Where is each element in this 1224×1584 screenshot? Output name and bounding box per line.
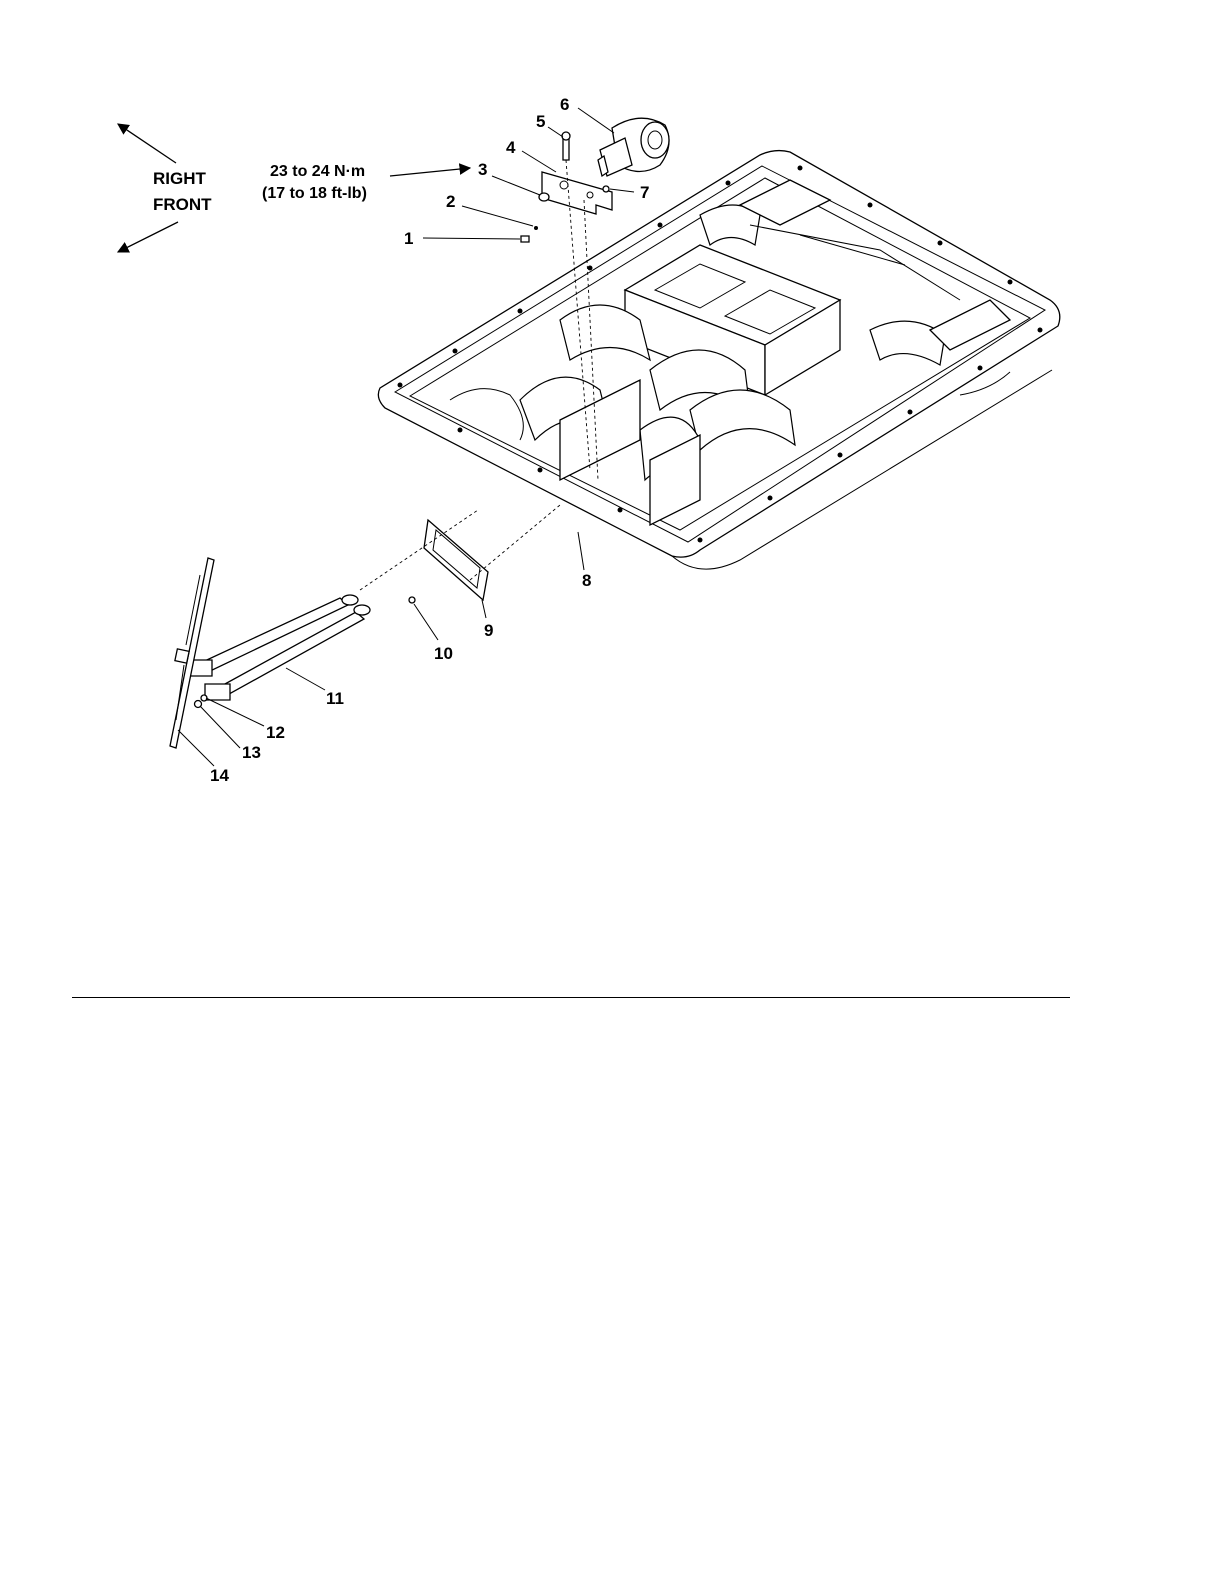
- bolt: [521, 236, 529, 242]
- wiper-assembly-diagram: RIGHT FRONT 23 to 24 N·m (17 to 18 ft-lb…: [0, 0, 1224, 1000]
- callout-7: 7: [640, 183, 649, 202]
- washer: [539, 193, 549, 201]
- callout-10: 10: [434, 644, 453, 663]
- callout-9: 9: [484, 621, 493, 640]
- wiper-blade: [170, 558, 214, 748]
- direction-right-label: RIGHT: [153, 169, 207, 188]
- torque-spec: 23 to 24 N·m (17 to 18 ft-lb): [262, 163, 470, 202]
- wiper-arms: [190, 595, 370, 700]
- torque-imperial-label: (17 to 18 ft-lb): [262, 185, 367, 202]
- callout-5: 5: [536, 112, 545, 131]
- motor-bracket: [542, 172, 612, 214]
- right-arrow: [118, 124, 176, 163]
- callout-2: 2: [446, 192, 455, 211]
- callout-8: 8: [582, 571, 591, 590]
- torque-arrow: [390, 168, 470, 176]
- direction-front-label: FRONT: [153, 195, 212, 214]
- callout-4: 4: [506, 138, 516, 157]
- callout-1: 1: [404, 229, 413, 248]
- callout-14: 14: [210, 766, 229, 785]
- seal-plate: [360, 505, 560, 600]
- screw: [563, 138, 569, 160]
- callout-12: 12: [266, 723, 285, 742]
- direction-indicator: RIGHT FRONT: [118, 124, 212, 252]
- nut: [534, 226, 538, 230]
- screw-10: [409, 597, 415, 603]
- callout-11: 11: [326, 689, 344, 708]
- callout-6: 6: [560, 95, 569, 114]
- torque-metric-label: 23 to 24 N·m: [270, 163, 365, 180]
- callout-3: 3: [478, 160, 487, 179]
- wiper-motor: [598, 118, 669, 176]
- callout-13: 13: [242, 743, 261, 762]
- fastener-7: [603, 186, 609, 192]
- horizontal-divider: [72, 997, 1070, 998]
- front-arrow: [118, 222, 178, 252]
